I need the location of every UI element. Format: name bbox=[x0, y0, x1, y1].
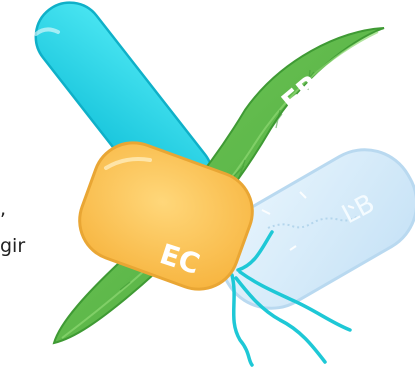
bacteria-illustration: LB FB EC bbox=[0, 0, 415, 369]
